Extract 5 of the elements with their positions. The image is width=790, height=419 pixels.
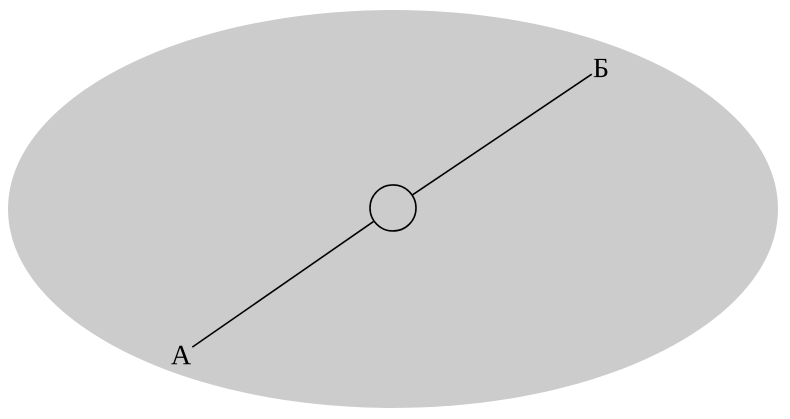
point-label: Б [594, 58, 608, 78]
line [412, 74, 592, 196]
point-label: А [171, 346, 191, 364]
line [192, 220, 374, 348]
circle-symbol [369, 184, 417, 232]
